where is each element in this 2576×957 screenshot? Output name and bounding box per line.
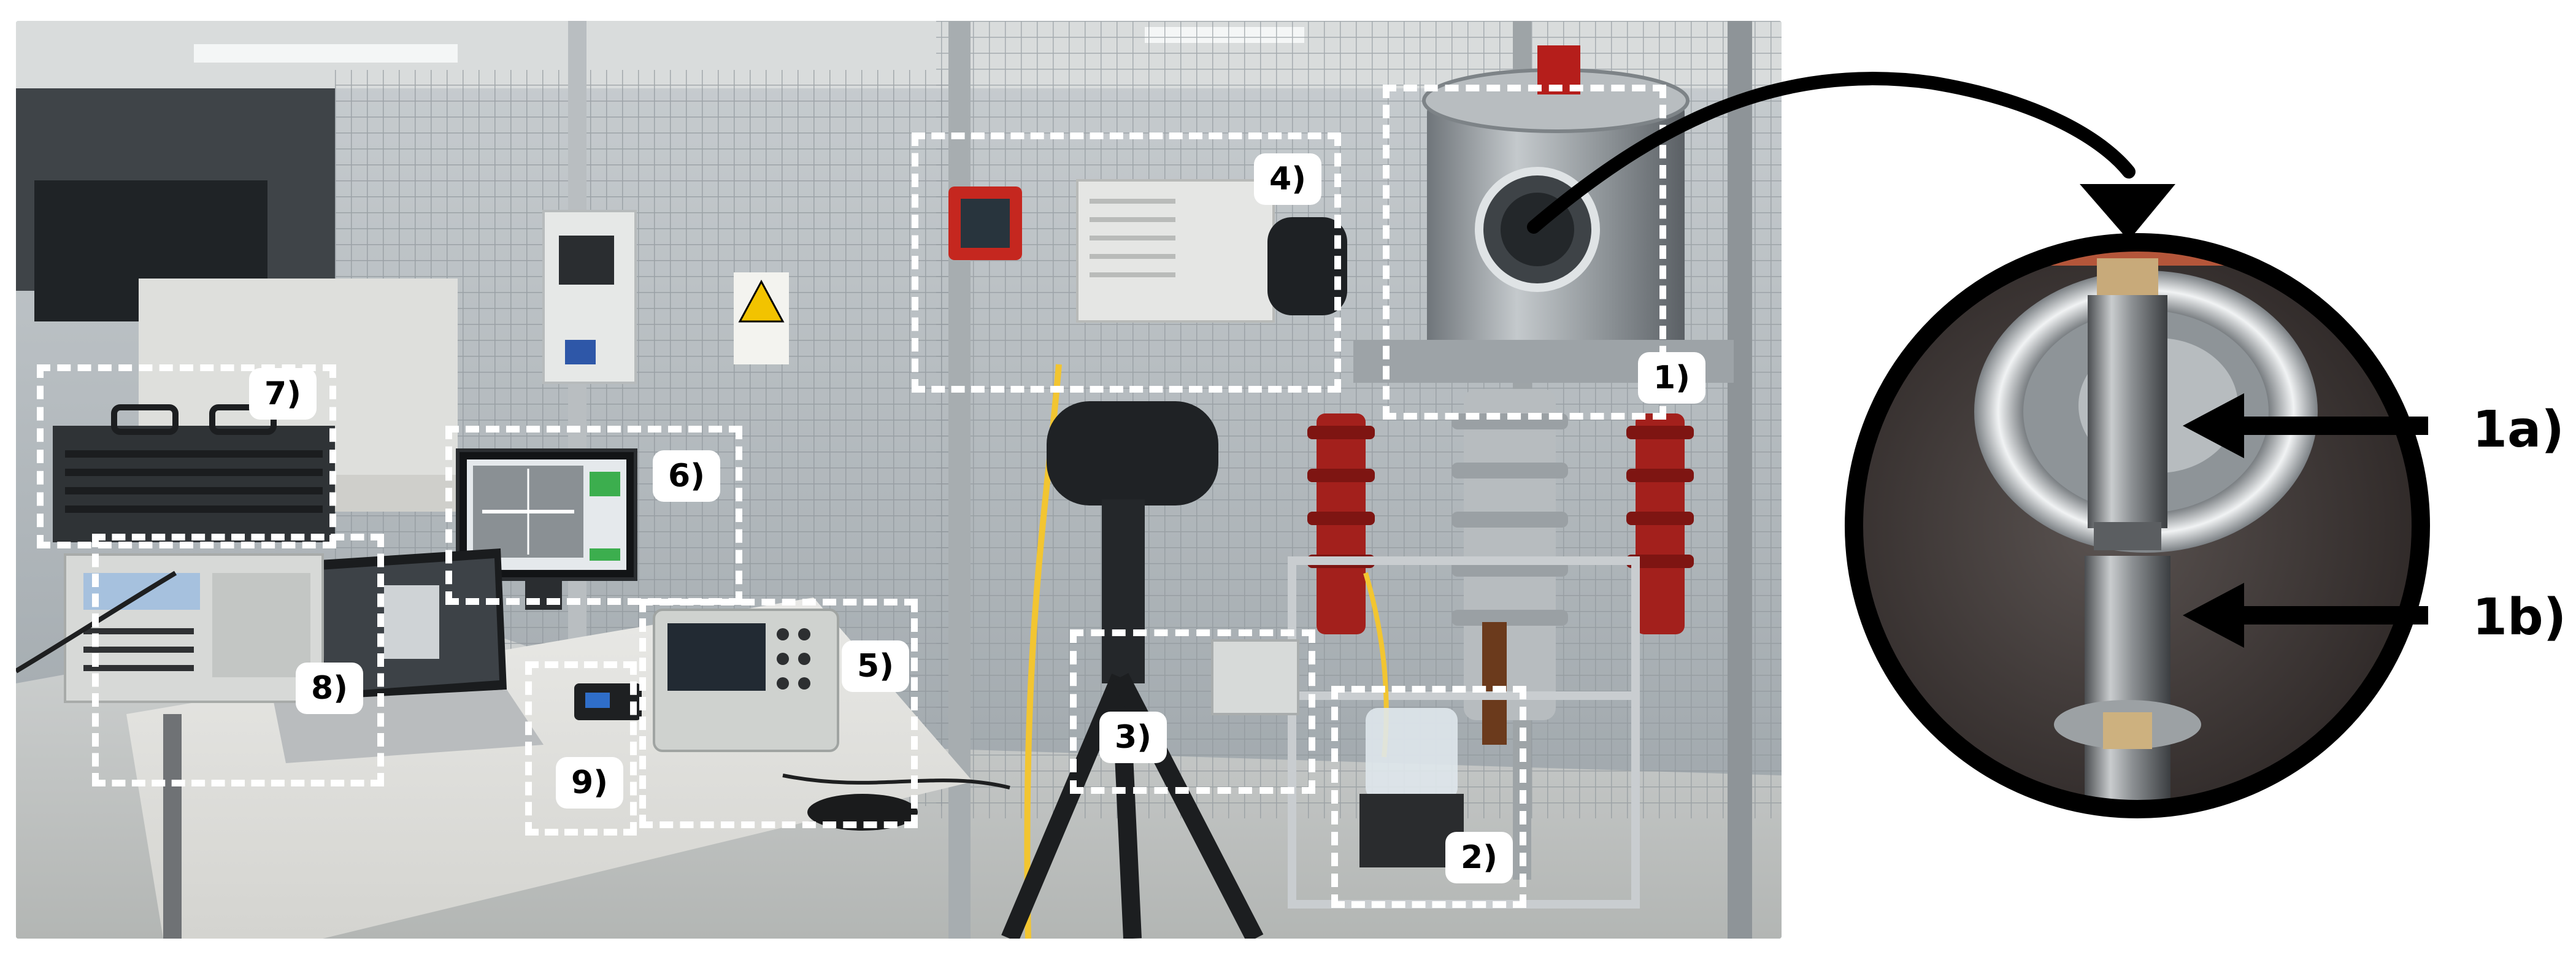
box-6-monitor [445, 426, 742, 605]
label-7: 7) [249, 368, 317, 420]
label-4: 4) [1254, 153, 1321, 205]
label-8: 8) [296, 663, 363, 714]
arrow-head [2080, 184, 2175, 240]
label-1a: 1a) [2472, 401, 2564, 459]
box-1-test-vessel [1383, 85, 1666, 420]
box-2-sensor [1331, 686, 1526, 908]
detail-frame [1845, 233, 2430, 818]
label-3: 3) [1099, 712, 1167, 763]
label-2: 2) [1445, 832, 1513, 883]
label-5: 5) [842, 640, 909, 692]
label-1b: 1b) [2472, 588, 2567, 647]
box-8-power-supply [92, 534, 384, 786]
label-1: 1) [1638, 352, 1705, 404]
label-6: 6) [653, 450, 720, 502]
label-9: 9) [556, 757, 623, 809]
box-3-optical-sensor [1070, 629, 1315, 794]
box-5-oscilloscope [639, 599, 918, 828]
box-9-daq [525, 661, 637, 836]
electrode-detail [1845, 233, 2430, 818]
box-7-amplifier [37, 364, 336, 548]
box-4-high-speed-camera [912, 133, 1341, 393]
